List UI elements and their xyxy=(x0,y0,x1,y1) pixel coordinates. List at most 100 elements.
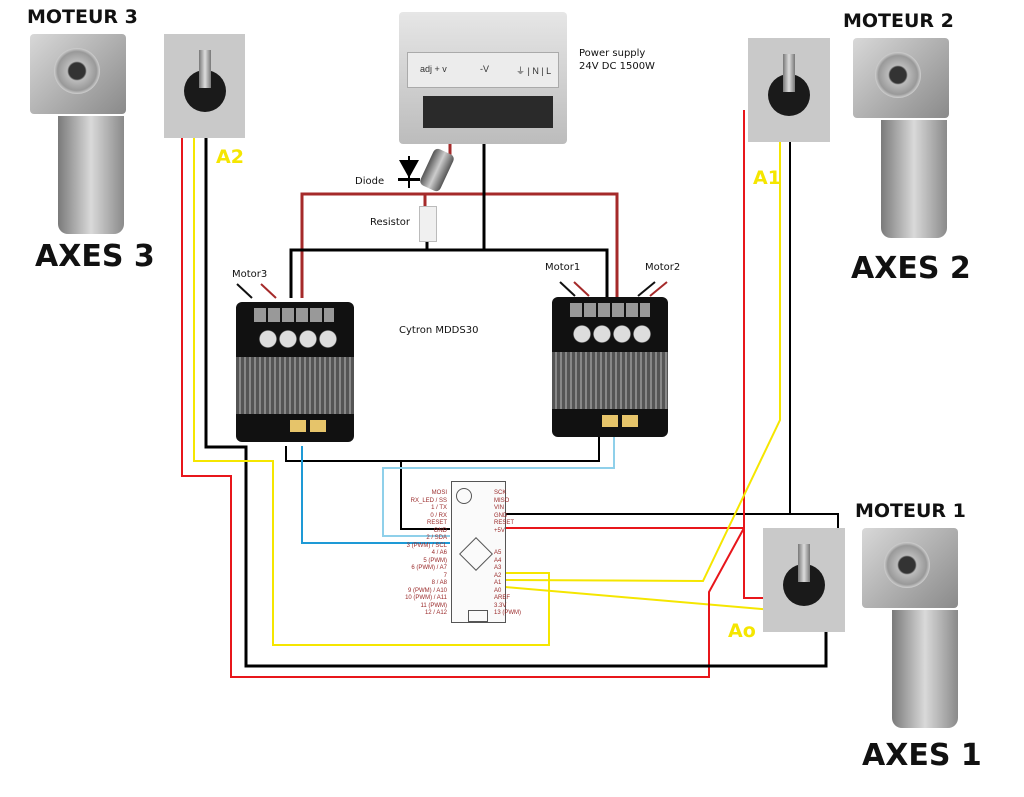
gearbox-icon xyxy=(862,528,958,608)
motor-body-icon xyxy=(881,120,947,238)
arduino-pin-left: 10 (PWM) / A11 xyxy=(405,595,447,601)
moteur1-image xyxy=(862,528,962,728)
pot2-signal-wire xyxy=(504,115,781,583)
power-supply-image: adj + v -V ⏚ | N | L xyxy=(399,12,567,144)
arduino-pin-left: GND xyxy=(433,527,447,534)
motor1-red-arrow xyxy=(573,281,590,297)
arduino-pin-left: 12 / A12 xyxy=(424,610,447,616)
panel-label-negative: -V xyxy=(480,64,489,74)
supply-positive-bus xyxy=(300,192,619,298)
arduino-pin-right: VIN xyxy=(494,505,505,511)
connector-icon xyxy=(622,415,638,427)
chip-icon xyxy=(459,537,493,571)
pot3-signal-wire xyxy=(193,118,550,646)
diode-label: Diode xyxy=(355,176,385,187)
arduino-pin-right: MISO xyxy=(494,497,510,504)
potentiometer-axes2 xyxy=(748,38,830,142)
arduino-board xyxy=(451,481,506,623)
arduino-pin-left: 1 / TX xyxy=(431,505,447,511)
pot3-signal-label: A2 xyxy=(216,146,244,168)
connector-icon xyxy=(602,415,618,427)
arduino-pin-left: 9 (PWM) / A10 xyxy=(407,587,447,594)
connector-icon xyxy=(310,420,326,432)
pot1-signal-wire xyxy=(504,586,798,613)
arduino-pin-left: 0 / RX xyxy=(430,512,447,519)
reset-button-icon xyxy=(456,488,472,504)
motor2-black-arrow xyxy=(637,281,656,297)
arduino-pin-left: 8 / A8 xyxy=(431,580,447,586)
arduino-pin-left: 5 (PWM) xyxy=(423,557,447,564)
pot2-signal-label: A1 xyxy=(753,167,781,189)
motor-driver-right xyxy=(552,297,668,437)
pot1-signal-label: Ao xyxy=(728,620,756,642)
potentiometer-axes1 xyxy=(763,528,845,632)
heatsink-icon xyxy=(552,352,668,409)
arduino-pin-left: RX_LED / SS xyxy=(410,497,447,504)
axes2-label: AXES 2 xyxy=(851,251,971,286)
motor-driver-left xyxy=(236,302,354,442)
terminal-block-icon xyxy=(423,96,553,128)
capacitors-icon xyxy=(258,330,338,348)
arduino-pin-right: +5V xyxy=(494,527,505,534)
arduino-pin-right: SCK xyxy=(494,490,507,496)
motor1-label: Motor1 xyxy=(545,262,581,273)
arduino-pin-left: 3 (PWM) / SCL xyxy=(406,542,447,549)
ground-bus xyxy=(289,248,609,298)
diode-icon xyxy=(398,156,420,188)
axes3-label: AXES 3 xyxy=(35,239,155,274)
moteur3-title: MOTEUR 3 xyxy=(27,6,138,28)
gearbox-icon xyxy=(30,34,126,114)
driver-name-label: Cytron MDDS30 xyxy=(399,325,479,336)
arduino-pin-left: MOSI xyxy=(431,490,447,496)
motor3-black-arrow xyxy=(236,283,253,299)
arduino-pin-right: A3 xyxy=(494,565,502,571)
capacitors-icon xyxy=(572,325,652,343)
motor2-label: Motor2 xyxy=(645,262,681,273)
moteur2-image xyxy=(853,38,953,238)
resistor-icon xyxy=(419,206,437,242)
arduino-pin-left: 4 / A6 xyxy=(431,550,447,556)
moteur3-image xyxy=(28,34,128,234)
arduino-pin-right: AREF xyxy=(494,595,511,601)
sda-wire xyxy=(382,436,615,537)
panel-label-adj: adj + v xyxy=(420,64,447,74)
arduino-pin-right: A0 xyxy=(494,587,502,594)
moteur1-title: MOTEUR 1 xyxy=(855,500,966,522)
power-supply-spec: 24V DC 1500W xyxy=(579,61,655,72)
arduino-pin-right: A2 xyxy=(494,572,502,579)
panel-label-ac: ⏚ | N | L xyxy=(516,66,552,76)
motor3-red-arrow xyxy=(260,283,277,299)
motor-body-icon xyxy=(58,116,124,234)
connector-icon xyxy=(290,420,306,432)
driver-gnd-to-arduino-wire xyxy=(400,461,450,530)
axes1-label: AXES 1 xyxy=(862,738,982,773)
arduino-pin-right: GND xyxy=(494,512,508,519)
screw-terminal-icon xyxy=(254,308,334,322)
ground-loop-wire xyxy=(204,115,828,668)
power-supply-panel: adj + v -V ⏚ | N | L xyxy=(407,52,559,88)
motor3-label: Motor3 xyxy=(232,269,268,280)
driver3-gnd-wire xyxy=(285,436,600,462)
potentiometer-axes3 xyxy=(164,34,245,138)
arduino-pin-left: 7 xyxy=(443,572,447,579)
arduino-pin-right: RESET xyxy=(494,520,515,526)
arduino-pin-left: RESET xyxy=(426,520,447,526)
scl-wire xyxy=(301,446,450,544)
moteur2-title: MOTEUR 2 xyxy=(843,10,954,32)
driver-gnd-wires xyxy=(285,436,600,530)
arduino-pin-left: 2 / SDA xyxy=(426,535,447,541)
arduino-pin-right: A1 xyxy=(494,580,502,586)
gearbox-icon xyxy=(853,38,949,118)
motor-body-icon xyxy=(892,610,958,728)
power-loop-wire xyxy=(181,114,745,678)
arduino-pin-left: 11 (PWM) xyxy=(420,602,447,609)
screw-terminal-icon xyxy=(570,303,650,317)
driver-arrows xyxy=(236,281,668,299)
power-supply-name: Power supply xyxy=(579,48,646,59)
arduino-pin-right: 3.3V xyxy=(494,602,507,609)
resistor-label: Resistor xyxy=(370,217,410,228)
power-supply-caption: Power supply 24V DC 1500W xyxy=(579,47,655,73)
motor1-black-arrow xyxy=(559,281,576,297)
arduino-pin-right: 13 (PWM) xyxy=(494,610,521,616)
